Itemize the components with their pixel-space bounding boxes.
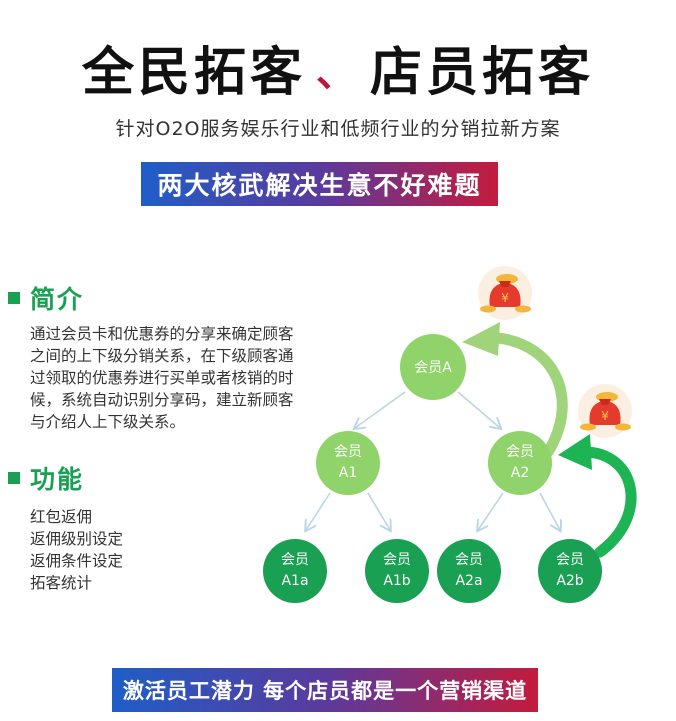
node-label: 会员 <box>281 552 309 568</box>
connector-line <box>457 391 500 428</box>
node-sublabel: A1b <box>383 573 410 589</box>
svg-text:¥: ¥ <box>601 409 609 423</box>
node-label: 会员 <box>334 444 362 460</box>
bottom-banner: 激活员工潜力 每个店员都是一个营销渠道 <box>112 668 538 712</box>
features-heading-label: 功能 <box>30 465 85 494</box>
features-heading: 功能 <box>8 460 84 496</box>
subtitle: 针对O2O服务娱乐行业和低频行业的分销拉新方案 <box>115 118 561 140</box>
feature-item: 返佣级别设定 <box>30 530 124 548</box>
feature-item: 返佣条件设定 <box>30 552 124 570</box>
connector-line <box>306 492 331 530</box>
intro-text: 通过会员卡和优惠券的分享来确定顾客 之间的上下级分销关系，在下级顾客通 过领取的… <box>30 323 350 433</box>
node-sublabel: A2b <box>556 573 583 589</box>
node-sublabel: A2a <box>455 573 482 589</box>
node-sublabel: A1 <box>339 465 357 481</box>
tree-node-a2: 会员 A2 <box>488 431 552 495</box>
intro-line: 过领取的优惠券进行买单或者核销的时 <box>30 369 294 387</box>
node-sublabel: A2 <box>511 465 529 481</box>
intro-line: 通过会员卡和优惠券的分享来确定顾客 <box>30 325 294 343</box>
return-arrow-light <box>462 322 568 458</box>
node-label: 会员A <box>414 360 452 376</box>
square-bullet-icon <box>8 292 20 304</box>
money-bag-icon: ¥ <box>478 266 532 320</box>
intro-line: 之间的上下级分销关系，在下级顾客通 <box>30 347 294 365</box>
feature-item: 红包返佣 <box>30 508 93 526</box>
title-separator: 、 <box>316 50 360 96</box>
connector-line <box>478 492 504 530</box>
connector-line <box>539 492 560 530</box>
money-bag-icon: ¥ <box>578 384 632 438</box>
top-banner: 两大核武解决生意不好难题 <box>141 162 498 206</box>
node-label: 会员 <box>383 552 411 568</box>
tree-node-root: 会员A <box>400 334 466 400</box>
square-bullet-icon <box>8 472 20 484</box>
intro-heading-label: 简介 <box>30 285 85 314</box>
intro-line: 与介绍人上下级关系。 <box>30 413 186 431</box>
node-label: 会员 <box>455 552 483 568</box>
node-label: 会员 <box>506 444 534 460</box>
page-title: 全民拓客、店员拓客 <box>0 30 676 105</box>
connector-line <box>355 391 406 428</box>
tree-node-a1a: 会员 A1a <box>263 539 327 603</box>
svg-text:¥: ¥ <box>501 291 509 305</box>
tree-connectors <box>306 391 560 530</box>
tree-node-a1: 会员 A1 <box>316 431 380 495</box>
connector-line <box>367 492 390 530</box>
intro-heading: 简介 <box>8 280 84 316</box>
node-sublabel: A1a <box>281 573 308 589</box>
tree-node-a2a: 会员 A2a <box>437 539 501 603</box>
tree-node-a1b: 会员 A1b <box>365 539 429 603</box>
return-arrow-dark <box>558 434 637 558</box>
intro-line: 候，系统自动识别分享码，建立新顾客 <box>30 391 294 409</box>
node-label: 会员 <box>556 552 584 568</box>
tree-node-a2b: 会员 A2b <box>538 539 602 603</box>
features-list: 红包返佣 返佣级别设定 返佣条件设定 拓客统计 <box>30 506 123 594</box>
title-left: 全民拓客 <box>81 43 306 103</box>
title-right: 店员拓客 <box>370 43 595 103</box>
feature-item: 拓客统计 <box>30 574 93 592</box>
